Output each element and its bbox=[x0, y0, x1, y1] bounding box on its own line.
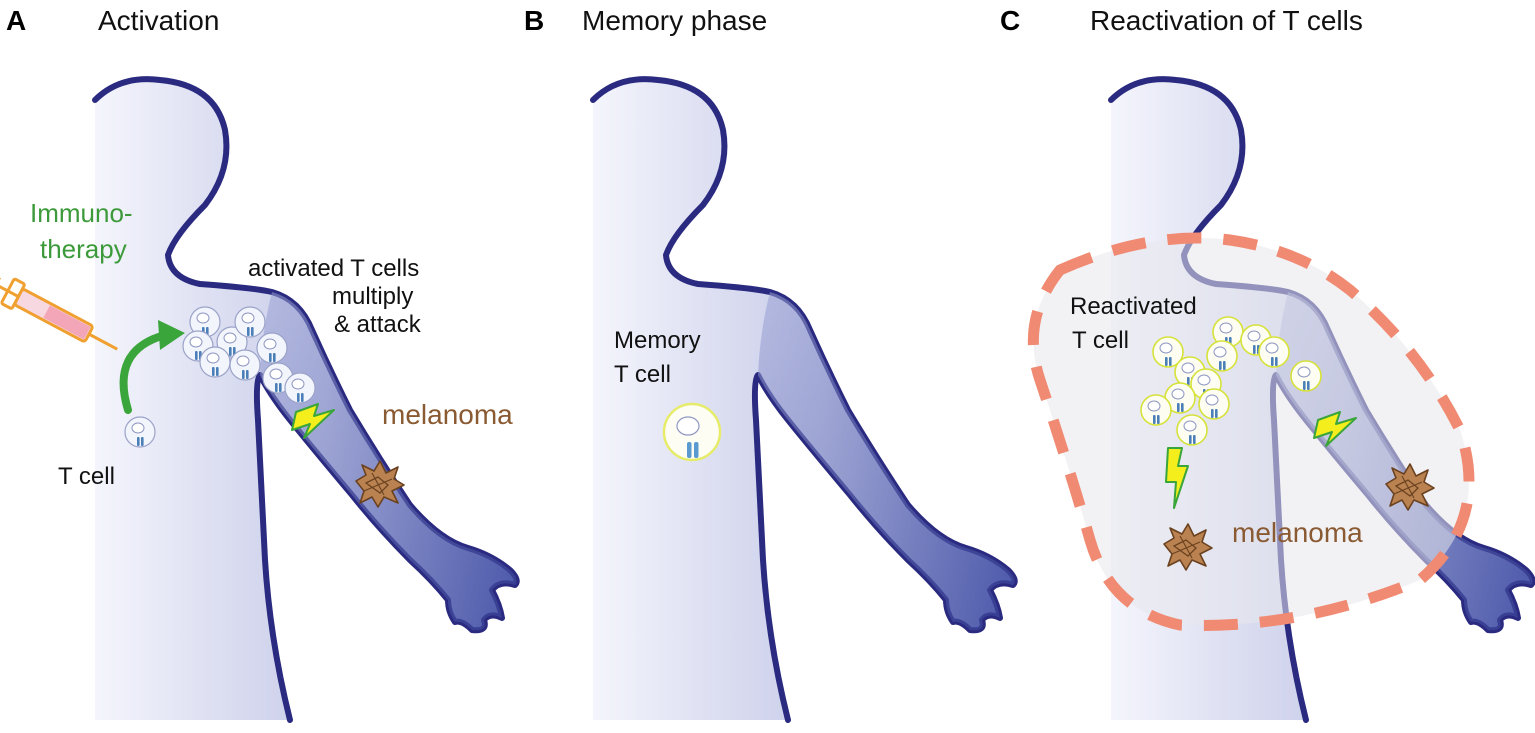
t-cell-label: T cell bbox=[58, 463, 115, 490]
body-silhouette bbox=[593, 79, 1015, 720]
syringe-icon bbox=[0, 275, 118, 351]
panel-b-title: Memory phase bbox=[582, 5, 767, 36]
melanoma-label: melanoma bbox=[1232, 517, 1363, 548]
arrow-icon bbox=[119, 320, 185, 414]
melanoma-icon bbox=[355, 460, 405, 508]
panel-a-title: Activation bbox=[98, 5, 219, 36]
panel-a: A Activation Immuno- therapy T cell bbox=[0, 5, 517, 720]
activated-label-line1: activated T cells bbox=[248, 255, 419, 282]
reactivated-label-line2: T cell bbox=[1072, 327, 1129, 354]
melanoma-icon bbox=[1385, 463, 1435, 511]
panel-c: C Reactivation of T cells Reactivated T … bbox=[1000, 5, 1533, 720]
panel-b: B Memory phase Memory T cell bbox=[524, 5, 1015, 720]
activated-label-line2: multiply bbox=[332, 283, 413, 310]
reactivation-zone bbox=[1027, 232, 1475, 631]
melanoma-label: melanoma bbox=[382, 399, 513, 430]
panel-a-letter: A bbox=[6, 5, 26, 36]
panel-c-title: Reactivation of T cells bbox=[1090, 5, 1363, 36]
reactivated-label-line1: Reactivated bbox=[1070, 293, 1197, 320]
immunotherapy-label-line2: therapy bbox=[40, 234, 127, 264]
t-cell-icon bbox=[124, 416, 156, 448]
panel-c-letter: C bbox=[1000, 5, 1020, 36]
activated-label-line3: & attack bbox=[334, 311, 422, 338]
melanoma-icon bbox=[1163, 523, 1213, 571]
memory-t-cell-icon bbox=[662, 402, 722, 462]
memory-label-line1: Memory bbox=[614, 327, 701, 354]
memory-label-line2: T cell bbox=[614, 361, 671, 388]
panel-b-letter: B bbox=[524, 5, 544, 36]
immunotherapy-label-line1: Immuno- bbox=[30, 198, 133, 228]
